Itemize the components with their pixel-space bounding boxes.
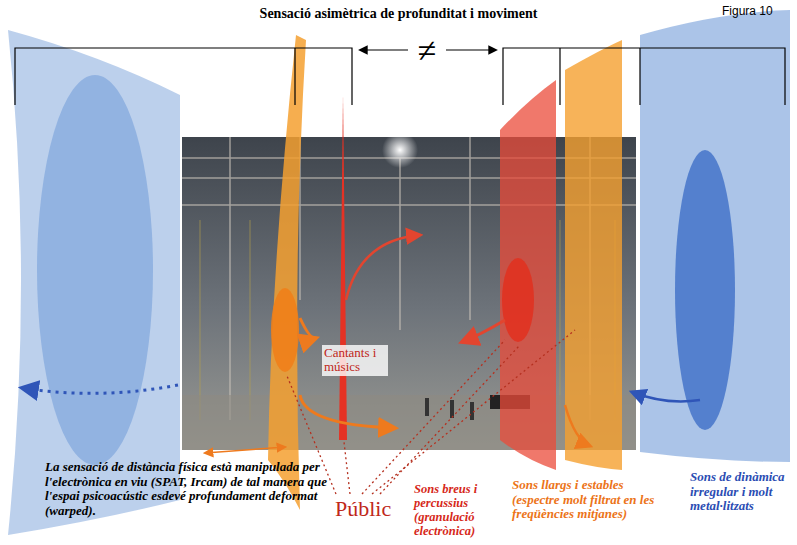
sound-label: Sons breus i percussius (granulació elec… [414,482,508,538]
audience-label: Públic [335,497,415,521]
distance-arrow [360,49,408,50]
stage-label: Cantants i músics [322,345,388,376]
stage-light [382,132,418,168]
movement-arrow [632,392,700,401]
diagram-title: Sensació asimètrica de profunditat i mov… [0,6,797,23]
music-stand [450,400,454,418]
wall-panel [200,220,201,420]
music-stand [470,402,474,420]
orange-sound-core [271,288,299,372]
note-text: La sensació de distància física està man… [45,460,335,518]
blue-sound-field [640,10,790,462]
orange-sound-plane [268,35,306,510]
right-bracket [503,48,785,105]
bracket-tick [639,48,640,105]
blue-sound-core [675,150,735,430]
wall-panel [250,220,251,420]
rig-post [399,158,401,330]
music-stand [425,398,429,416]
rig-post [469,137,471,320]
sound-label: Sons de dinàmica irregular i molt metal·… [690,470,794,514]
bracket-tick [294,48,295,105]
rig-post [229,137,231,420]
depth-brackets [15,48,785,105]
movement-arrow [346,235,420,300]
inequality-sign: ≠ [407,34,447,68]
red-sound-plane [339,95,347,440]
distance-arrow [205,447,285,453]
left-bracket [15,48,352,105]
distance-arrow [446,49,496,50]
wall-panel [560,220,561,420]
bracket-tick [559,48,560,105]
listening-line [380,345,520,494]
listening-line [372,330,575,494]
sound-label: Sons llargs i estables (espectre molt fi… [512,478,662,522]
movement-arrow [300,318,316,338]
red-sound-core [502,258,534,342]
listening-line [344,442,350,494]
blue-sound-core [37,75,153,465]
movement-arrow [462,320,505,342]
movement-arrow [565,405,590,446]
red-sound-plane [500,80,556,470]
movement-arrow [22,385,178,393]
movement-arrow [300,395,395,428]
figure-number: Figura 10 [722,4,794,18]
orange-sound-plane [565,40,622,470]
listening-lines [287,330,575,494]
